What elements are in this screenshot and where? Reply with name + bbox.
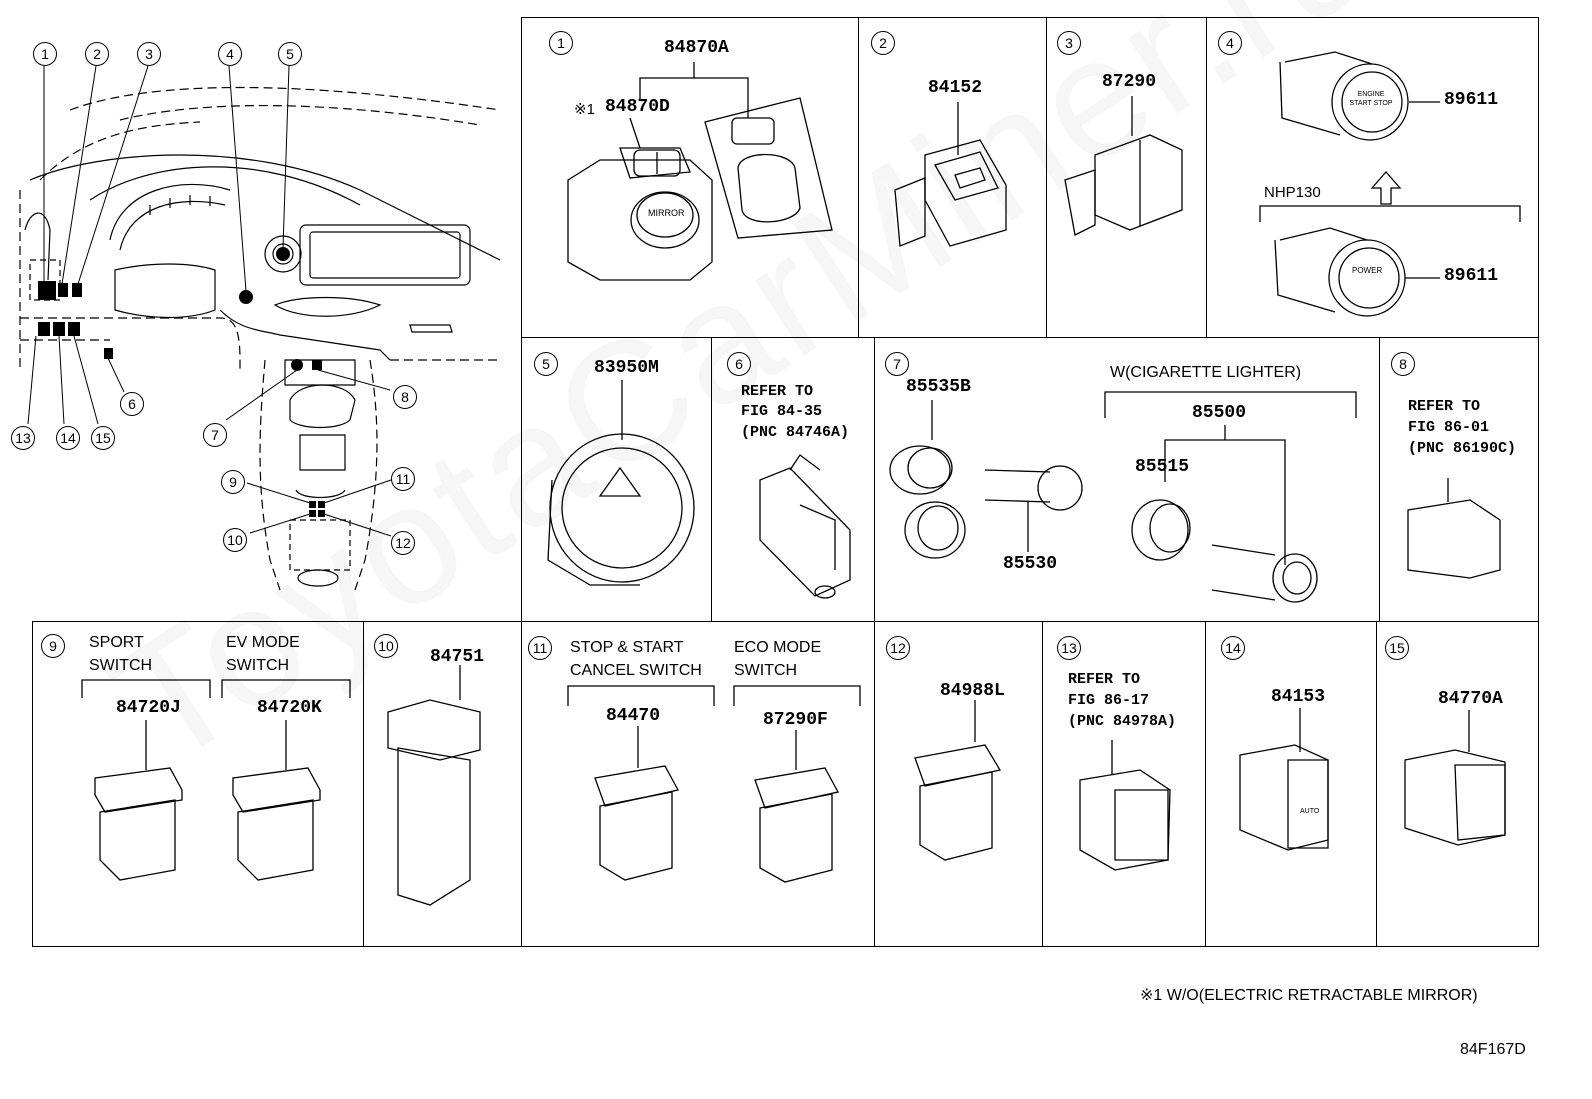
refer-line-1: REFER TO <box>1408 398 1481 415</box>
refer-line-1: REFER TO <box>1068 671 1141 688</box>
overview-callout-2: 2 <box>85 42 109 66</box>
cell-3-number: 3 <box>1057 31 1081 55</box>
cell-2-number: 2 <box>871 31 895 55</box>
part-number-85500: 85500 <box>1192 403 1247 423</box>
overview-callout-11: 11 <box>391 467 415 491</box>
overview-callout-10: 10 <box>223 528 247 552</box>
cigarette-lighter-group-label: W(CIGARETTE LIGHTER) <box>1110 364 1302 381</box>
note-mark: ※1 <box>574 101 595 118</box>
part-number-84720j: 84720J <box>116 698 181 718</box>
overview-callout-7: 7 <box>203 423 227 447</box>
part-number-84870d: 84870D <box>605 97 670 117</box>
footnote: ※1 W/O(ELECTRIC RETRACTABLE MIRROR) <box>1140 987 1478 1004</box>
auto-icon-text: AUTO <box>1300 808 1320 815</box>
part-number-85515: 85515 <box>1135 457 1190 477</box>
engine-start-stop-text: ENGINE START STOP <box>1349 91 1393 107</box>
part-number-89611-bottom: 89611 <box>1444 266 1499 286</box>
overview-callout-9: 9 <box>221 470 245 494</box>
part-number-84988l: 84988L <box>940 681 1005 701</box>
refer-line-2: FIG 86-01 <box>1408 419 1490 436</box>
eco-mode-label-2: SWITCH <box>734 662 798 679</box>
mirror-switch-label: MIRROR <box>648 208 685 218</box>
part-number-84152: 84152 <box>928 78 983 98</box>
overview-callout-4: 4 <box>218 42 242 66</box>
cell-8-number: 8 <box>1391 352 1415 376</box>
stop-start-label-2: CANCEL SWITCH <box>570 662 702 679</box>
refer-line-1: REFER TO <box>741 383 814 400</box>
part-number-87290: 87290 <box>1102 72 1157 92</box>
part-number-84770a: 84770A <box>1438 689 1503 709</box>
power-button-text: POWER <box>1352 266 1383 275</box>
part-number-89611-top: 89611 <box>1444 90 1499 110</box>
part-number-84751: 84751 <box>430 647 485 667</box>
part-number-85535b: 85535B <box>906 377 971 397</box>
cell-9-number: 9 <box>41 634 65 658</box>
ev-mode-label-2: SWITCH <box>226 657 290 674</box>
part-number-84720k: 84720K <box>257 698 322 718</box>
figure-code: 84F167D <box>1460 1041 1526 1058</box>
cell-15 <box>1376 621 1539 947</box>
cell-4-number: 4 <box>1218 31 1242 55</box>
variant-nhp130: NHP130 <box>1264 184 1321 201</box>
overview-callout-5: 5 <box>278 42 302 66</box>
part-number-84870a: 84870A <box>664 38 729 58</box>
cell-6-number: 6 <box>727 352 751 376</box>
part-number-83950m: 83950M <box>594 358 659 378</box>
stop-start-label-1: STOP & START <box>570 639 684 656</box>
part-number-84470: 84470 <box>606 706 661 726</box>
eco-mode-label-1: ECO MODE <box>734 639 822 656</box>
cell-13-number: 13 <box>1057 636 1081 660</box>
cell-11-number: 11 <box>528 636 552 660</box>
part-number-84153: 84153 <box>1271 687 1326 707</box>
cell-12-number: 12 <box>886 636 910 660</box>
overview-callout-6: 6 <box>120 392 144 416</box>
sport-label-2: SWITCH <box>89 657 153 674</box>
part-number-87290f: 87290F <box>763 710 828 730</box>
overview-callout-8: 8 <box>393 385 417 409</box>
part-number-85530: 85530 <box>1003 554 1058 574</box>
refer-line-3: (PNC 86190C) <box>1408 440 1517 457</box>
cell-1-number: 1 <box>549 31 573 55</box>
refer-line-2: FIG 84-35 <box>741 403 823 420</box>
overview-callout-12: 12 <box>391 531 415 555</box>
overview-callout-14: 14 <box>56 426 80 450</box>
refer-line-2: FIG 86-17 <box>1068 692 1150 709</box>
cell-14-number: 14 <box>1221 636 1245 660</box>
dashboard-overview-drawing <box>19 65 501 591</box>
cell-5-number: 5 <box>534 352 558 376</box>
cell-10-number: 10 <box>374 634 398 658</box>
overview-callout-13: 13 <box>11 426 35 450</box>
refer-line-3: (PNC 84746A) <box>741 424 850 441</box>
sport-label-1: SPORT <box>89 634 144 651</box>
overview-callout-3: 3 <box>137 42 161 66</box>
overview-callout-1: 1 <box>33 42 57 66</box>
refer-line-3: (PNC 84978A) <box>1068 713 1177 730</box>
overview-callout-15: 15 <box>91 426 115 450</box>
ev-mode-label-1: EV MODE <box>226 634 300 651</box>
cell-15-number: 15 <box>1385 636 1409 660</box>
cell-7-number: 7 <box>885 352 909 376</box>
